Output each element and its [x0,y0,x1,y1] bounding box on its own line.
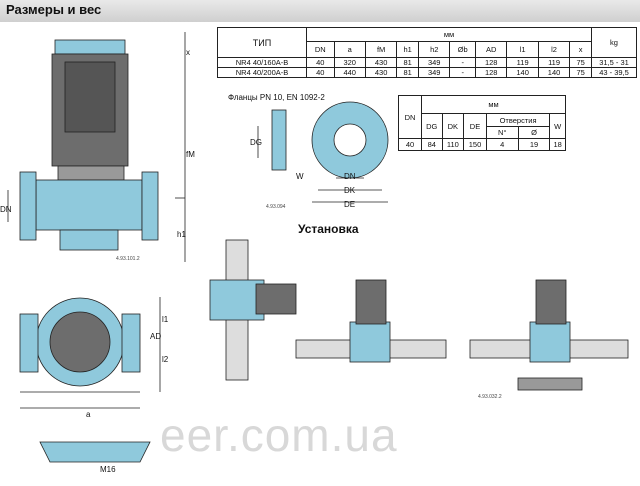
motor-install-1 [355,279,387,325]
motor-top-circle [49,311,111,373]
label-de: DE [344,200,356,209]
pump-base [517,377,583,391]
section-title: Размеры и вес [6,2,102,17]
label-x: x [186,48,190,57]
cell-value: 430 [364,67,398,78]
label-a: a [86,410,91,419]
flanges-title: Фланцы PN 10, EN 1092-2 [228,93,325,102]
technical-drawing [7,32,629,463]
cell-dn: 40 [398,138,422,151]
pump-body [35,179,143,231]
pump-install-1 [349,321,391,363]
dn-header: DN [398,95,422,139]
cell-n: 4 [485,138,519,151]
cell-dk: 110 [441,138,465,151]
cell-de: 150 [463,138,487,151]
motor-fan-cover [54,39,126,55]
inlet-flange [19,171,37,241]
cell-value: 440 [333,67,366,78]
label-fm: fM [186,150,195,159]
watermark: eer.com.ua [160,409,398,461]
label-dn2: DN [344,172,356,181]
cell-value: 140 [537,67,571,78]
label-h1: h1 [177,230,186,239]
ref-code-1: 4.93.101.2 [116,256,140,262]
cell-kg: 43 - 39,5 [591,67,637,78]
ref-code-3: 4.93.032.2 [478,394,502,400]
cell-type: NR4 40/200A-B [217,67,307,78]
motor-install-2 [535,279,567,325]
table-row: 40 84 110 150 4 19 18 [398,138,566,151]
col-w: W [549,113,566,139]
pump-install-2 [529,321,571,363]
label-l1: l1 [162,315,169,324]
label-ad: AD [150,332,162,341]
label-m16: M16 [100,465,116,474]
installation-title: Установка [298,222,359,236]
vertical-motor [255,283,297,315]
motor-bracket [57,165,125,181]
terminal-box [64,61,116,133]
foot-plate [39,441,151,463]
vertical-pump [209,279,265,321]
kg-header: kg [591,27,637,58]
label-w: W [296,172,304,181]
top-outlet-flange [121,313,141,373]
top-inlet-flange [19,313,39,373]
label-l2: l2 [162,355,169,364]
label-dg: DG [250,138,262,147]
flange-table: DN мм DG DK DE Отверстия W N° Ø 40 84 11… [398,95,566,151]
cell-value: 128 [475,67,508,78]
outlet-flange [141,171,159,241]
cell-w: 18 [549,138,566,151]
cell-value: 349 [418,67,451,78]
ref-code-2: 4.93.094 [266,204,286,210]
pump-foot [59,229,119,251]
section-header: Размеры и вес [0,0,640,22]
label-dn: DN [0,205,12,214]
flange-side [271,109,287,171]
cell-d: 19 [517,138,551,151]
label-dk: DK [344,186,356,195]
